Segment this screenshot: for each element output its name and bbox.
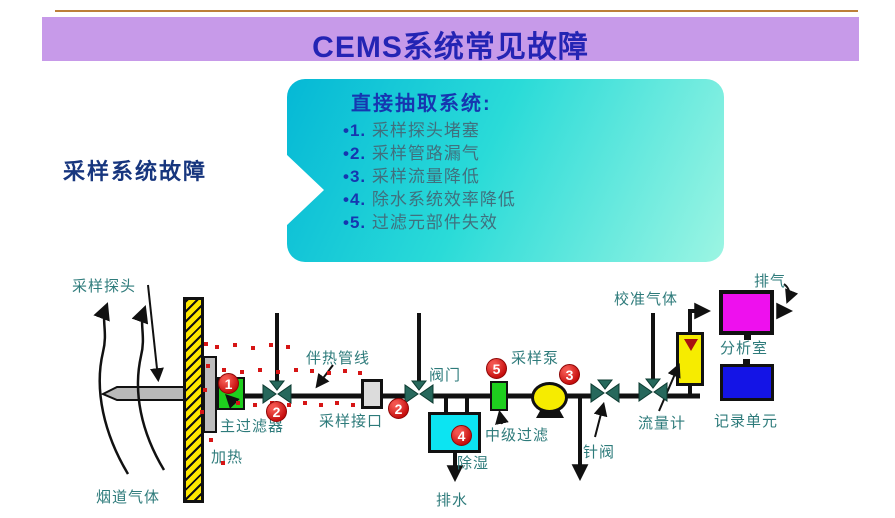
label-flue-gas: 烟道气体 [96,489,161,506]
heated-line-valve-icon [262,380,292,404]
fault-badge-2b: 2 [388,398,409,419]
fault-badge-2a: 2 [266,401,287,422]
title-banner: CEMS系统常见故障 [42,17,859,64]
label-drain: 排水 [436,492,469,509]
fault-item-text: 过滤元部件失效 [371,213,498,232]
flue-gas-flow-arrows [93,302,166,475]
fault-item: •5. 过滤元部件失效 [343,208,498,233]
valves [262,378,668,404]
fault-item-text: 采样管路漏气 [371,144,480,163]
page-title: CEMS系统常见故障 [312,31,589,64]
fault-item-number: •3. [343,167,367,186]
cal-gas-valve-icon [638,378,668,402]
probe-pointer [147,284,164,383]
label-recorder: 记录单元 [714,413,779,430]
label-exhaust: 排气 [754,273,787,290]
sample-port-box [361,379,383,409]
label-probe: 采样探头 [72,278,137,295]
heat-trace-dot [236,401,240,405]
heat-trace-dot [233,343,237,347]
heat-trace-dot [310,369,314,373]
fault-badge-4: 4 [451,425,472,446]
fault-item: •1. 采样探头堵塞 [343,116,480,141]
sample-pump-base [536,409,564,418]
recorder-nub [743,359,750,364]
label-main-filter: 主过滤器 [220,418,285,435]
fault-item: •3. 采样流量降低 [343,162,480,187]
heat-trace-dot [222,368,226,372]
fault-badge-3: 3 [559,364,580,385]
needle-valve-icon [590,379,620,403]
label-cal-gas: 校准气体 [614,291,679,308]
heat-trace-dot [319,403,323,407]
fault-item-number: •5. [343,213,367,232]
dehumidifier-box [428,412,481,453]
label-valve: 阀门 [429,367,462,384]
fault-item-number: •1. [343,121,367,140]
heat-trace-dot [343,369,347,373]
heat-trace-dot [276,370,280,374]
gas-flow-arrow [93,302,130,475]
fault-item: •4. 除水系统效率降低 [343,185,516,210]
direct-extraction-fault-panel: 直接抽取系统: •1. 采样探头堵塞 •2. 采样管路漏气 •3. 采样流量降低… [287,79,724,262]
fault-item-number: •4. [343,190,367,209]
heat-trace-dot [258,368,262,372]
top-rule [55,10,858,12]
heat-trace-dot [200,410,204,414]
analyzer-box [719,290,774,335]
heat-trace-dot [221,461,225,465]
to-analyzer-arrow [688,302,712,332]
fault-item-number: •2. [343,144,367,163]
needle-valve-pointer [593,401,608,438]
heat-trace-dot [240,370,244,374]
heat-trace-dot [358,371,362,375]
fault-item-text: 采样探头堵塞 [371,121,480,140]
heat-trace-dot [303,401,307,405]
label-heated-line: 伴热管线 [306,350,371,367]
heat-trace-dot [269,343,273,347]
heat-trace-dot [335,401,339,405]
fault-badge-1: 1 [218,373,239,394]
mid-filter-pointer [495,409,509,425]
stack-wall [183,297,204,503]
heated-line-pointer [315,364,334,389]
label-flow-meter: 流量计 [638,415,687,432]
label-sample-port: 采样接口 [319,413,384,430]
label-needle-valve: 针阀 [583,444,616,461]
heat-trace-dot [206,364,210,368]
heat-trace-dot [253,403,257,407]
heat-trace-dot [294,368,298,372]
heat-trace-dot [215,345,219,349]
label-mid-filter: 中级过滤 [485,427,550,444]
fault-panel-heading: 直接抽取系统: [351,93,492,115]
heat-trace-dot [286,345,290,349]
fault-badge-5: 5 [486,358,507,379]
heat-trace-dot [287,403,291,407]
label-analyzer: 分析室 [720,340,769,357]
heat-trace-dot [204,342,208,346]
heat-trace-dot [351,403,355,407]
gas-flow-arrow [131,305,166,471]
sampling-fault-label: 采样系统故障 [63,159,208,184]
label-sample-pump: 采样泵 [511,350,560,367]
heat-trace-dot [251,346,255,350]
analyzer-nub [744,335,751,340]
fault-item: •2. 采样管路漏气 [343,139,480,164]
recorder-box [720,364,774,401]
fault-item-text: 除水系统效率降低 [371,190,516,209]
heat-trace-dot [203,388,207,392]
flow-meter-float-icon [684,339,698,351]
heat-trace-dot [209,438,213,442]
fault-item-text: 采样流量降低 [371,167,480,186]
heat-trace-dot [327,371,331,375]
mid-filter-box [490,381,508,411]
label-dehumidifier: 除湿 [457,455,490,472]
label-heating: 加热 [211,449,244,466]
sample-pump [531,382,568,413]
